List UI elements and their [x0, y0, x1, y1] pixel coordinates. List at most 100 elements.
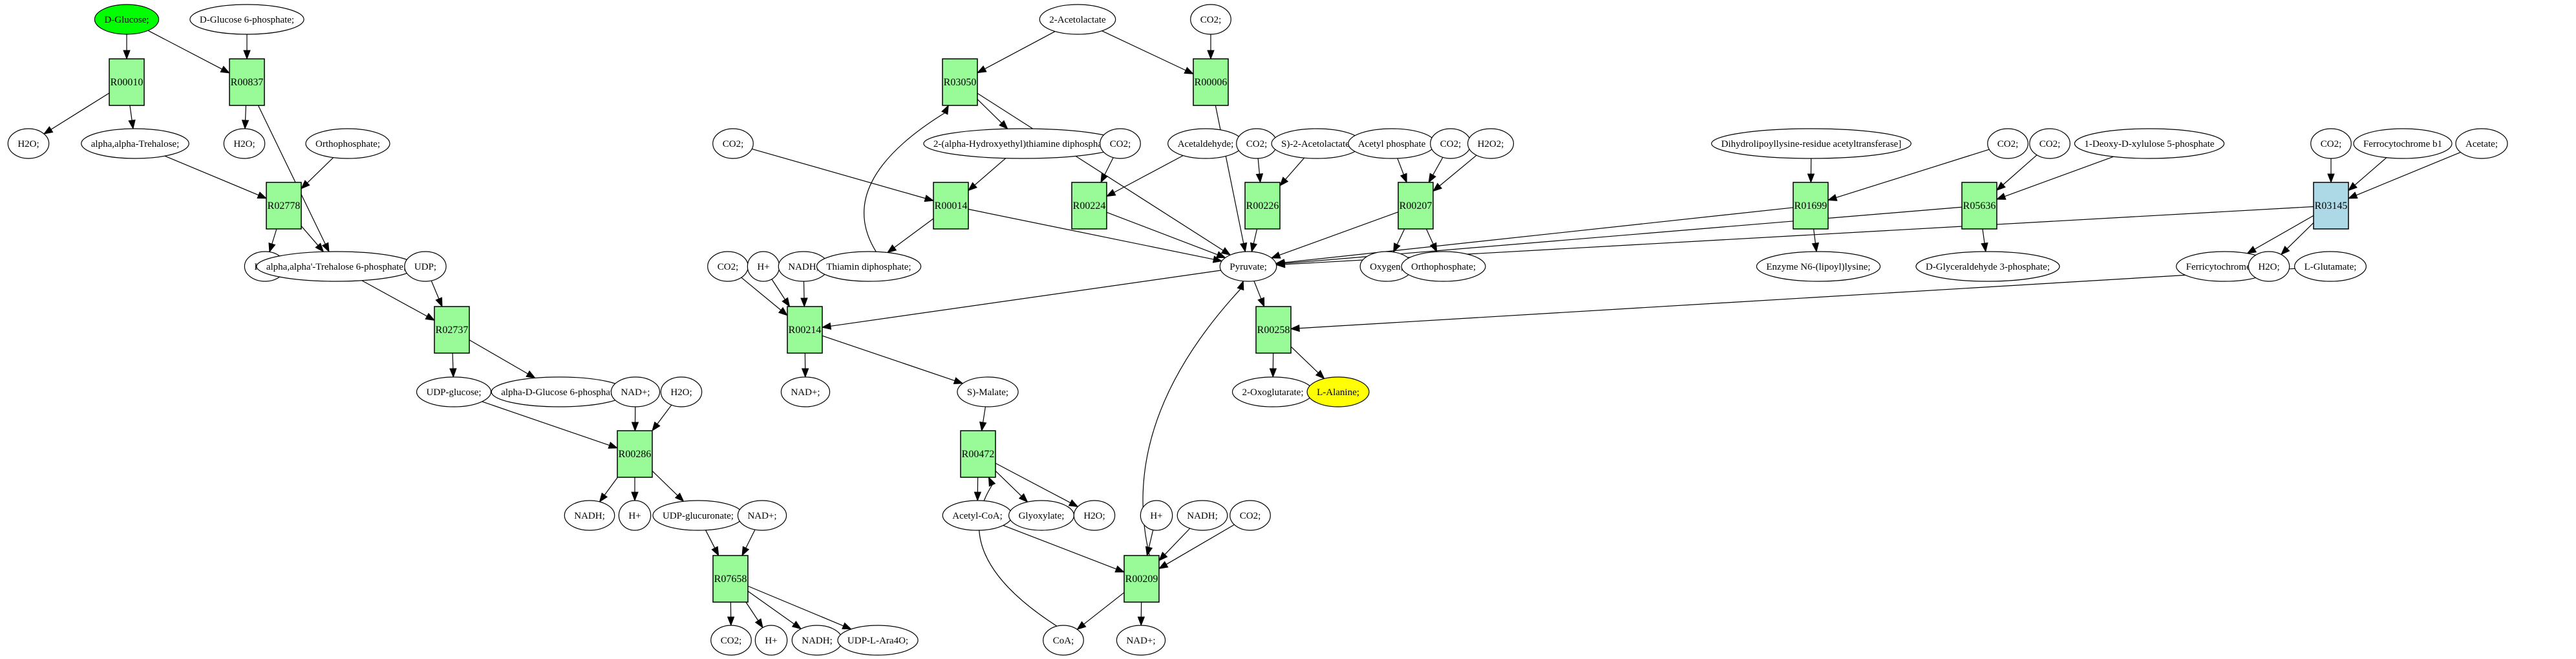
arrowhead-icon [631, 422, 639, 432]
compound-node-h2o[interactable]: H2O; [660, 376, 703, 407]
compound-label: alpha,alpha-Trehalose; [91, 139, 180, 149]
reaction-node-r05636[interactable]: R05636 [1961, 182, 1997, 230]
compound-node-co2[interactable]: CO2; [712, 128, 754, 159]
compound-node-ferrocytochrome-b1[interactable]: Ferrocytochrome b1 [2353, 128, 2453, 159]
compound-node-h[interactable]: H+ [618, 500, 652, 531]
compound-node-pyruvate[interactable]: Pyruvate; [1219, 251, 1277, 282]
compound-node-co2[interactable]: CO2; [1430, 128, 1471, 159]
compound-node-alpha-alpha-trehalose[interactable]: alpha,alpha-Trehalose; [81, 128, 189, 159]
compound-node-orthophosphate[interactable]: Orthophosphate; [1401, 251, 1486, 282]
reaction-node-r07658[interactable]: R07658 [712, 555, 749, 603]
compound-shape [2248, 251, 2290, 282]
compound-node-udp[interactable]: UDP; [404, 251, 447, 282]
reaction-node-r00207[interactable]: R00207 [1398, 182, 1434, 230]
arrowhead-icon [1105, 189, 1116, 197]
compound-node-nadh[interactable]: NADH; [791, 625, 843, 656]
reaction-node-r02737[interactable]: R02737 [434, 306, 470, 354]
reaction-node-r03050[interactable]: R03050 [942, 58, 978, 106]
arrowhead-icon [425, 312, 436, 321]
compound-node-ferricytochrome-b1[interactable]: Ferricytochrome b1 [2176, 251, 2273, 282]
compound-node-co2[interactable]: CO2; [1100, 128, 1141, 159]
compound-node-h2o[interactable]: H2O; [1073, 500, 1116, 531]
arrowhead-icon [1212, 255, 1223, 263]
reaction-node-r00010[interactable]: R00010 [109, 58, 145, 106]
reaction-node-r00286[interactable]: R00286 [617, 430, 653, 478]
compound-node-2-oxoglutarate[interactable]: 2-Oxoglutarate; [1231, 376, 1314, 407]
compound-label: H+ [757, 262, 769, 272]
compound-node-d-glucose[interactable]: D-Glucose; [94, 4, 160, 35]
arrowhead-icon [599, 492, 608, 503]
compound-shape [1987, 128, 2028, 159]
compound-node-h[interactable]: H+ [1140, 500, 1173, 531]
compound-node-h2o2[interactable]: H2O2; [1467, 128, 1515, 159]
reaction-node-r00258[interactable]: R00258 [1255, 306, 1292, 354]
compound-node-l-alanine[interactable]: L-Alanine; [1306, 376, 1370, 407]
compound-label: Oxygen; [1370, 262, 1403, 272]
edge-c-co2-c-to-r-R00224 [1104, 157, 1114, 175]
compound-node-udp-glucuronate[interactable]: UDP-glucuronate; [652, 500, 744, 531]
arrowhead-icon [268, 242, 276, 253]
reaction-node-r00214[interactable]: R00214 [787, 306, 823, 354]
reaction-label: R00472 [962, 449, 995, 460]
reaction-node-r00209[interactable]: R00209 [1123, 555, 1160, 603]
compound-node-thiamin-diphosphate[interactable]: Thiamin diphosphate; [816, 251, 922, 282]
compound-label: NAD+; [747, 511, 776, 521]
compound-node-h[interactable]: H+ [754, 625, 788, 656]
compound-node-co2[interactable]: CO2; [2029, 128, 2070, 159]
compound-node-acetyl-coa[interactable]: Acetyl-CoA; [942, 500, 1013, 531]
compound-node-2-alpha-hydroxyethyl-thiamine-diphosphate[interactable]: 2-(alpha-Hydroxyethyl)thiamine diphospha… [923, 128, 1122, 159]
compound-node-2-acetolactate[interactable]: 2-Acetolactate [1039, 4, 1116, 35]
reaction-node-r00014[interactable]: R00014 [933, 182, 969, 230]
compound-node-co2[interactable]: CO2; [1236, 128, 1277, 159]
reaction-node-r00224[interactable]: R00224 [1071, 182, 1107, 230]
arrowhead-icon [1400, 173, 1407, 184]
compound-node-d-glucose-6-phosphate[interactable]: D-Glucose 6-phosphate; [189, 4, 304, 35]
reaction-node-r00472[interactable]: R00472 [960, 430, 996, 478]
reaction-node-r01699[interactable]: R01699 [1793, 182, 1829, 230]
compound-node-co2[interactable]: CO2; [1229, 500, 1271, 531]
compound-node-udp-glucose[interactable]: UDP-glucose; [416, 376, 492, 407]
compound-node-nad[interactable]: NAD+; [780, 376, 831, 407]
arrowhead-icon [2327, 173, 2335, 184]
compound-node-acetyl-phosphate[interactable]: Acetyl phosphate [1348, 128, 1436, 159]
compound-node-co2[interactable]: CO2; [1190, 4, 1231, 35]
compound-node-s-malate[interactable]: S)-Malate; [957, 376, 1019, 407]
compound-node-nad[interactable]: NAD+; [1116, 625, 1166, 656]
compound-node-nadh[interactable]: NADH; [778, 251, 829, 282]
compound-node-nad[interactable]: NAD+; [737, 500, 787, 531]
compound-node-glyoxylate[interactable]: Glyoxylate; [1008, 500, 1075, 531]
compound-node-s-2-acetolactate[interactable]: S)-2-Acetolactate; [1271, 128, 1363, 159]
compound-node-co2[interactable]: CO2; [2310, 128, 2352, 159]
compound-node-co2[interactable]: CO2; [1987, 128, 2028, 159]
compound-node-udp-l-ara4o[interactable]: UDP-L-Ara4O; [837, 625, 919, 656]
reaction-node-r00006[interactable]: R00006 [1193, 58, 1229, 106]
compound-node-dihydrolipoyllysine-residue-acetyltransferase[interactable]: Dihydrolipoyllysine-residue acetyltransf… [1711, 128, 1911, 159]
reaction-label: R00006 [1195, 77, 1228, 88]
reaction-node-r00226[interactable]: R00226 [1244, 182, 1281, 230]
compound-node-nadh[interactable]: NADH; [1176, 500, 1228, 531]
compound-node-enzyme-n6-lipoyl-lysine[interactable]: Enzyme N6-(lipoyl)lysine; [1756, 251, 1881, 282]
compound-node-coa[interactable]: CoA; [1043, 625, 1084, 656]
compound-node-nad[interactable]: NAD+; [610, 376, 661, 407]
compound-node-h[interactable]: H+ [747, 251, 780, 282]
compound-node-orthophosphate[interactable]: Orthophosphate; [305, 128, 390, 159]
reaction-node-r02778[interactable]: R02778 [266, 182, 302, 230]
compound-label: alpha-D-Glucose 6-phosphate [501, 387, 617, 398]
compound-node-alpha-d-glucose-6-phosphate[interactable]: alpha-D-Glucose 6-phosphate [491, 376, 628, 407]
arrowhead-icon [754, 618, 763, 629]
compound-node-acetaldehyde[interactable]: Acetaldehyde; [1167, 128, 1244, 159]
compound-node-h2o[interactable]: H2O; [223, 128, 266, 159]
reaction-node-r00837[interactable]: R00837 [229, 58, 265, 106]
compound-node-h2o[interactable]: H2O; [2248, 251, 2290, 282]
compound-node-co2[interactable]: CO2; [710, 625, 752, 656]
compound-node-alpha-alpha-trehalose-6-phosphate[interactable]: alpha,alpha'-Trehalose 6-phosphate; [256, 251, 416, 282]
arrowhead-icon [924, 195, 935, 202]
compound-node-d-glyceraldehyde-3-phosphate[interactable]: D-Glyceraldehyde 3-phosphate; [1915, 251, 2060, 282]
compound-node-l-glutamate[interactable]: L-Glutamate; [2294, 251, 2367, 282]
compound-node-h2o[interactable]: H2O; [7, 128, 50, 159]
compound-node-co2[interactable]: CO2; [707, 251, 749, 282]
compound-node-nadh[interactable]: NADH; [564, 500, 615, 531]
reaction-node-r03145[interactable]: R03145 [2313, 182, 2349, 230]
compound-node-1-deoxy-d-xylulose-5-phosphate[interactable]: 1-Deoxy-D-xylulose 5-phosphate [2074, 128, 2225, 159]
compound-node-acetate[interactable]: Acetate; [2455, 128, 2508, 159]
